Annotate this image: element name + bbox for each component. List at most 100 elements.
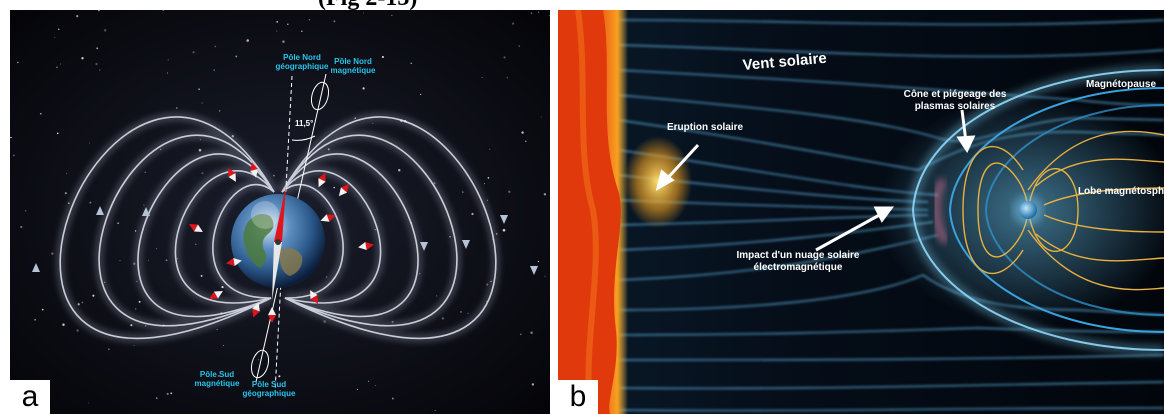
star <box>201 172 204 175</box>
star <box>218 110 221 112</box>
star <box>282 40 285 43</box>
star <box>419 93 422 96</box>
field-line-right-4 <box>281 170 382 304</box>
compass-arrow-icon <box>358 242 374 250</box>
star <box>56 66 58 68</box>
star <box>530 12 533 14</box>
field-lines <box>59 116 497 339</box>
star <box>502 228 506 232</box>
star <box>167 72 169 74</box>
magnetic-south-pole-label: Pôle Sud magnétique <box>194 370 240 389</box>
star <box>520 333 522 336</box>
star <box>34 318 36 321</box>
solar-eruption-label: Eruption solaire <box>667 122 744 133</box>
star <box>258 359 260 361</box>
star <box>148 259 150 261</box>
star <box>162 10 165 11</box>
star <box>273 174 275 177</box>
star <box>76 14 79 18</box>
star <box>216 328 218 331</box>
star <box>544 275 546 277</box>
star <box>170 392 173 395</box>
star <box>117 222 119 224</box>
star <box>17 61 19 64</box>
impact-arrow <box>815 211 884 252</box>
geographic-south-pole-label: Pôle Sud géographique <box>242 380 296 399</box>
compass-arrow-icon <box>318 172 326 188</box>
compass-needle <box>272 186 286 300</box>
star <box>108 348 110 350</box>
star <box>200 274 203 277</box>
compass-arrows <box>189 162 374 323</box>
star <box>486 283 489 286</box>
compass-arrow-icon <box>226 258 242 266</box>
star <box>201 102 203 104</box>
star <box>538 11 540 13</box>
star <box>508 190 511 193</box>
star <box>518 45 521 47</box>
magnetopause <box>948 87 1164 333</box>
star <box>66 173 68 175</box>
star <box>357 388 358 390</box>
star <box>96 47 99 50</box>
star <box>410 62 412 64</box>
star <box>362 12 364 14</box>
star <box>214 45 217 48</box>
star <box>525 140 527 143</box>
magnetospheric-lobe-label: Lobe magnétosphérique <box>1077 186 1164 197</box>
star <box>213 69 215 71</box>
star <box>134 230 137 232</box>
star <box>77 303 80 306</box>
star <box>531 383 535 386</box>
star <box>391 14 393 17</box>
field-line-right-2 <box>281 134 458 327</box>
star <box>511 22 515 25</box>
compass-arrow-icon <box>228 168 236 182</box>
star <box>133 344 135 347</box>
star <box>81 301 84 304</box>
star <box>441 317 445 320</box>
star <box>486 199 489 201</box>
star <box>88 402 90 404</box>
magnetic-north-pole-label: Pôle Nord magnétique <box>330 57 376 76</box>
figure-caption-text: (Fig 2-13) <box>318 0 417 10</box>
bow-shock <box>907 65 1164 355</box>
compass-arrow-icon <box>268 307 276 323</box>
star <box>76 329 79 332</box>
star <box>217 374 220 378</box>
star <box>167 59 169 61</box>
star <box>95 62 98 66</box>
tilt-angle-label: 11,5° <box>295 119 314 128</box>
panel-b-letter: b <box>558 380 598 414</box>
star <box>41 308 44 311</box>
earth-dipole-illustration <box>10 10 550 414</box>
star <box>99 69 101 71</box>
star <box>89 201 92 204</box>
star-field <box>10 10 550 411</box>
earth-small <box>1013 195 1043 225</box>
star <box>374 384 377 387</box>
star <box>540 116 542 118</box>
cone-plasma-trap-label: Cône et piégeage des plasmas solaires <box>903 89 1007 112</box>
star <box>198 88 200 90</box>
earth-continent <box>243 214 274 268</box>
star <box>198 148 202 152</box>
compass-arrow-icon <box>338 183 350 197</box>
star <box>103 28 107 32</box>
star <box>339 57 341 59</box>
star <box>51 252 54 255</box>
star <box>156 397 158 399</box>
star <box>97 10 100 12</box>
star <box>20 225 23 229</box>
star <box>62 323 65 326</box>
star <box>54 37 56 39</box>
north-rotation-ellipse <box>310 81 330 111</box>
star <box>88 142 90 144</box>
star <box>144 171 147 174</box>
star <box>39 112 42 115</box>
star <box>276 20 279 23</box>
star <box>235 55 238 58</box>
star <box>287 23 289 25</box>
star <box>165 259 168 262</box>
eruption-arrow <box>662 143 700 184</box>
